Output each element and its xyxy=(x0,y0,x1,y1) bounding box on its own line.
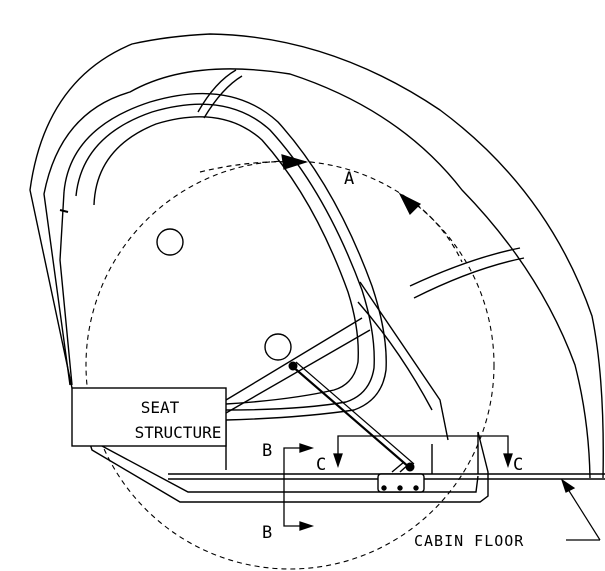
strut-top-pivot xyxy=(288,361,298,371)
section-c-arrow-right xyxy=(503,453,513,469)
rib-upper xyxy=(197,69,237,113)
fitting-hatch-1 xyxy=(391,461,405,473)
rib-upper-inner xyxy=(203,75,243,119)
window-left-edge xyxy=(59,191,73,386)
section-b-cutline xyxy=(283,443,315,531)
seat-structure-box: SEAT STRUCTURE xyxy=(71,387,227,447)
strut-line-1 xyxy=(291,365,411,469)
porthole-lower xyxy=(264,333,292,361)
outer-skin-outline xyxy=(29,33,604,479)
section-c-cutline xyxy=(333,435,513,469)
section-b-label-top: B xyxy=(262,441,272,461)
frame-ribs xyxy=(197,69,525,299)
section-c-line xyxy=(337,435,509,460)
section-c-label-left: C xyxy=(316,455,326,475)
window-outer-frame xyxy=(63,92,387,470)
swing-arrow-left-head xyxy=(281,154,309,170)
skin-small-tick xyxy=(59,209,69,213)
rib-lower-inner xyxy=(413,257,525,299)
cabin-floor-label: CABIN FLOOR xyxy=(414,532,524,550)
rib-lower xyxy=(409,247,521,287)
strut-bottom-pivot xyxy=(405,462,415,472)
section-c-arrow-left xyxy=(333,453,343,469)
door-inner-post xyxy=(359,281,449,441)
outer-skin xyxy=(29,33,604,479)
floor-fitting xyxy=(377,461,425,493)
porthole-upper xyxy=(156,228,184,256)
view-a-label: A xyxy=(344,169,354,189)
callout-arrowhead xyxy=(560,478,576,493)
door-strut xyxy=(288,361,415,472)
fitting-bolt-left xyxy=(381,485,387,491)
window-crossbar-top xyxy=(225,317,363,401)
door-edge-line xyxy=(357,301,433,411)
seat-structure-label-line2: STRUCTURE xyxy=(135,423,222,442)
strut-line-2 xyxy=(295,361,415,465)
callout-leader xyxy=(565,485,601,541)
cabin-floor-callout xyxy=(560,478,601,541)
fitting-bolt-mid xyxy=(397,485,403,491)
section-b-arrow-bottom xyxy=(299,521,315,531)
section-c-label-right: C xyxy=(513,455,523,475)
swing-arrow-left-path xyxy=(199,161,297,173)
swing-arrow-right-head xyxy=(398,192,422,216)
seat-structure-rect xyxy=(71,387,227,447)
floor-base-outer xyxy=(71,387,489,503)
section-b-label-bottom: B xyxy=(262,523,272,543)
fitting-base xyxy=(377,473,425,493)
section-b-arrow-top xyxy=(299,443,315,453)
floor-base-inner xyxy=(101,445,479,493)
door-swing-circle xyxy=(85,160,495,570)
seat-structure-label-line1: SEAT xyxy=(141,398,180,417)
fitting-hatch-2 xyxy=(399,462,411,473)
fitting-bolt-right xyxy=(413,485,419,491)
section-b-line xyxy=(283,447,306,527)
window-pane xyxy=(93,116,359,405)
window-mid-frame xyxy=(75,103,375,411)
swing-arrows xyxy=(199,154,463,263)
swing-arrow-right-path xyxy=(415,203,463,263)
inner-skin-outline xyxy=(43,68,591,479)
